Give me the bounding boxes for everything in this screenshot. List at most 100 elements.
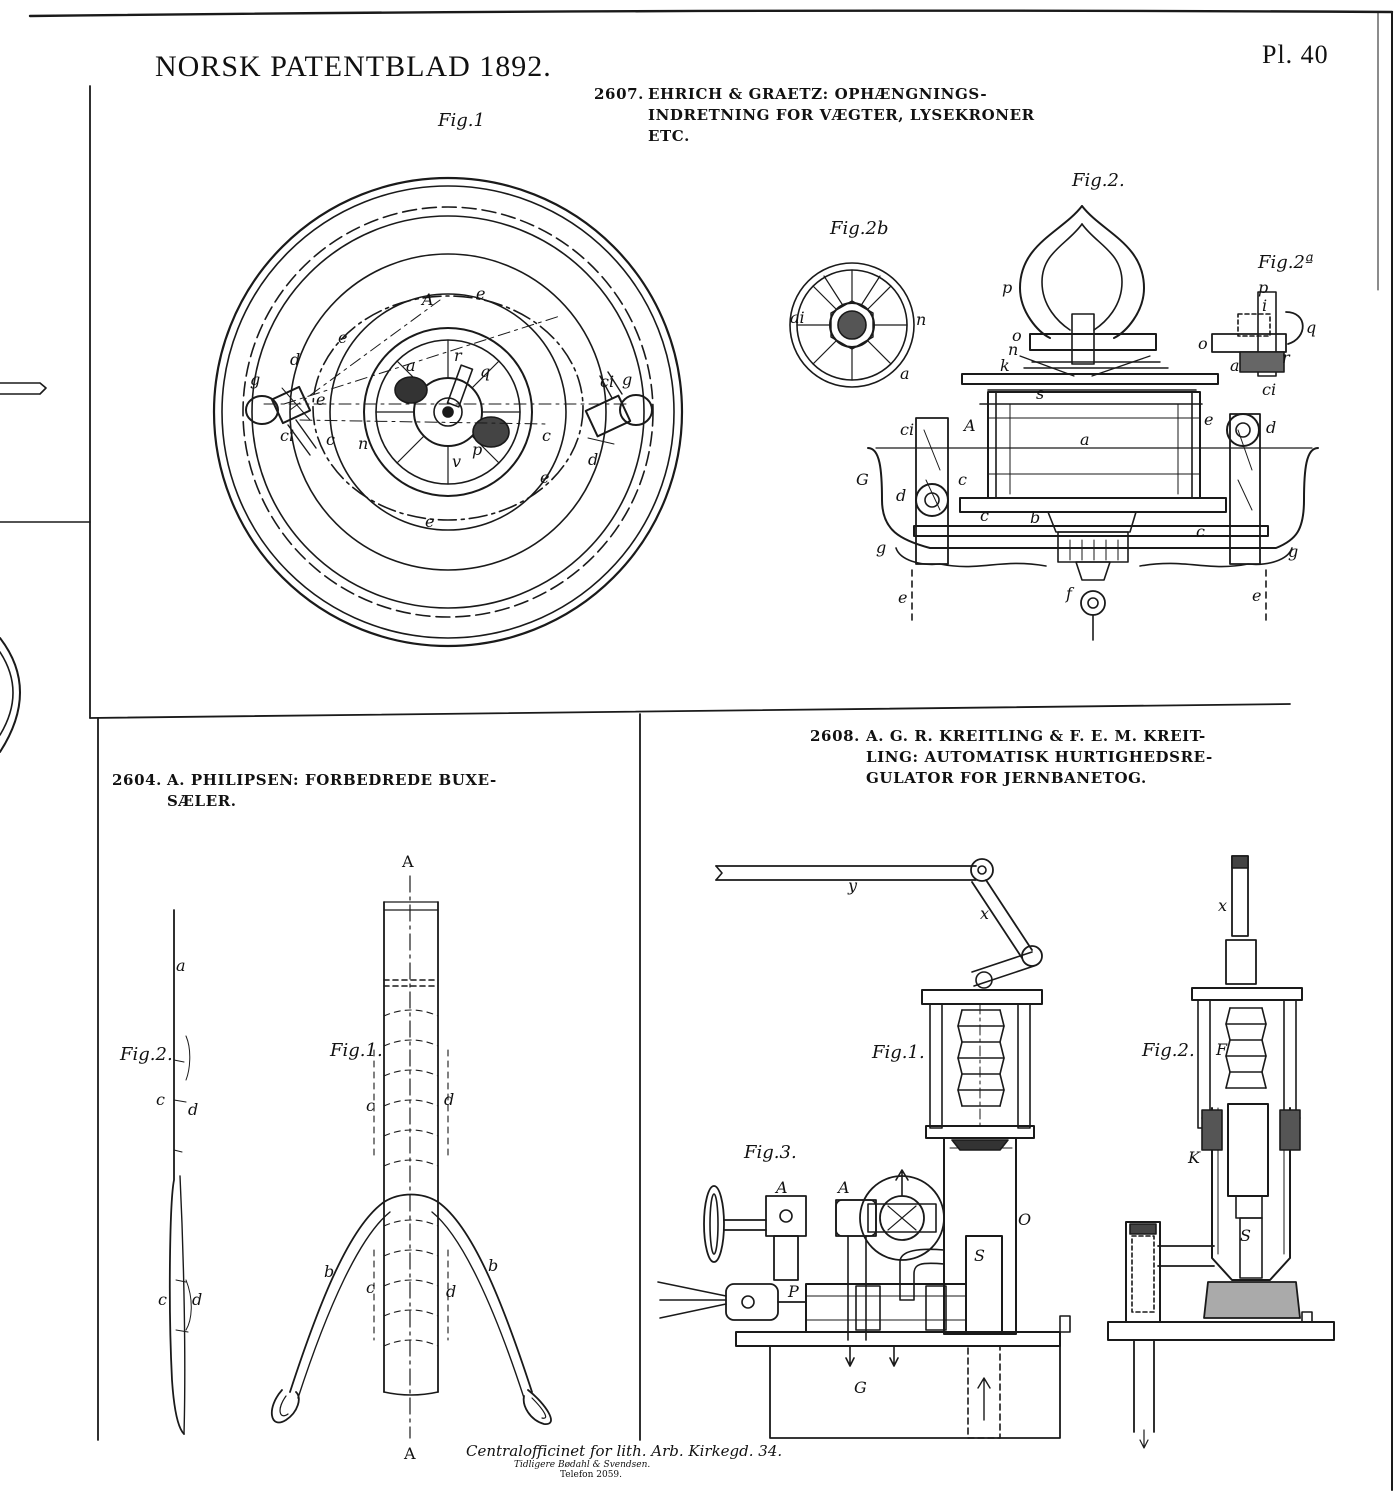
p2608-fig1-drawing [715, 858, 1071, 1439]
patent-2604-number: 2604. [112, 771, 162, 789]
patent-2607-title: EHRICH & GRAETZ: OPHÆNGNINGS- INDRETNING… [648, 85, 1035, 145]
part-label: x [1218, 896, 1228, 915]
part-label: d [896, 486, 907, 505]
part-label: A [964, 416, 976, 435]
part-label: p [472, 440, 483, 459]
part-label: s [1036, 384, 1045, 403]
p2607-fig1-caption: Fig.1 [438, 110, 485, 131]
p2608-fig3-caption: Fig.3. [744, 1142, 797, 1163]
part-label: e [425, 512, 435, 531]
part-label: c [366, 1096, 375, 1115]
part-label: a [1080, 430, 1090, 449]
part-label: q [1306, 318, 1317, 337]
part-label: b [324, 1262, 335, 1281]
part-label: n [1008, 340, 1019, 359]
plate-frame [0, 9, 1394, 1491]
part-label: a [406, 356, 416, 375]
part-label: S [974, 1246, 985, 1265]
part-label: a [1230, 356, 1240, 375]
part-label: c [958, 470, 967, 489]
part-label: k [1000, 356, 1010, 375]
part-label: g [876, 538, 887, 557]
part-label: e [1252, 586, 1262, 605]
part-label: d [290, 350, 301, 369]
journal-title: NORSK PATENTBLAD 1892. [155, 50, 552, 83]
part-label: P [788, 1282, 799, 1301]
p2607-fig2b-caption: Fig.2b [830, 218, 889, 239]
patent-2607-number: 2607. [594, 85, 644, 103]
p2607-fig2a-caption: Fig.2ª [1258, 252, 1314, 273]
part-label: c [366, 1278, 375, 1297]
part-label: n [916, 310, 927, 329]
part-label: ci [280, 426, 295, 445]
part-label: A [422, 290, 434, 309]
part-label: e [316, 390, 326, 409]
part-label: ci [900, 420, 915, 439]
imprint-line-2: Tidligere Bødahl & Svendsen. [514, 1460, 651, 1470]
patent-2608-title: A. G. R. KREITLING & F. E. M. KREIT- LIN… [866, 727, 1213, 787]
part-label: d [444, 1090, 455, 1109]
part-label: A [838, 1178, 850, 1197]
part-label: o [1012, 326, 1022, 345]
part-label: p [1002, 278, 1013, 297]
part-label: c [158, 1290, 167, 1309]
part-label: e [476, 284, 486, 303]
part-label: i [1262, 296, 1268, 315]
part-label: g [250, 370, 261, 389]
part-label: b [1030, 508, 1041, 527]
part-label: e [540, 468, 550, 487]
part-label: y [848, 876, 858, 895]
part-label: ci [1262, 380, 1277, 399]
part-label: x [980, 904, 990, 923]
part-label: e [898, 588, 908, 607]
part-label: o [1198, 334, 1208, 353]
p2607-fig2a-drawing [1211, 291, 1304, 377]
part-label: A [776, 1178, 788, 1197]
part-label: c [542, 426, 551, 445]
p2607-fig1-drawing [212, 176, 684, 648]
p2604-fig1-drawing [270, 875, 552, 1439]
part-label: c [980, 506, 989, 525]
part-label: c [1196, 522, 1205, 541]
p2607-fig2b-drawing [789, 262, 915, 388]
part-label: b [488, 1256, 499, 1275]
p2608-fig3-drawing [657, 1185, 807, 1321]
part-label: a [900, 364, 910, 383]
p2608-fig2-caption: Fig.2. [1142, 1040, 1195, 1061]
part-label: A [404, 1444, 416, 1463]
p2608-fig1-caption: Fig.1. [872, 1042, 925, 1063]
part-label: G [854, 1378, 867, 1397]
p2604-fig1-caption: Fig.1. [330, 1040, 383, 1061]
part-label: O [1018, 1210, 1032, 1229]
p2608-fig2-drawing [1107, 855, 1335, 1449]
patent-2604-title: A. PHILIPSEN: FORBEDREDE BUXE- SÆLER. [167, 771, 497, 810]
part-label: d [446, 1282, 457, 1301]
part-label: f [1066, 584, 1072, 603]
imprint-line-3: Telefon 2059. [560, 1470, 623, 1480]
part-label: ai [790, 308, 805, 327]
part-label: S [1240, 1226, 1251, 1245]
p2604-fig2-caption: Fig.2. [120, 1044, 173, 1065]
part-label: p [1258, 278, 1269, 297]
part-label: A [402, 852, 414, 871]
part-label: d [1266, 418, 1277, 437]
part-label: e [1204, 410, 1214, 429]
plate-number: Pl. 40 [1262, 40, 1329, 69]
part-label: d [588, 450, 599, 469]
part-label: d [188, 1100, 199, 1119]
part-label: v [452, 452, 462, 471]
part-label: r [454, 346, 462, 365]
imprint-line-1: Centralofficinet for lith. Arb. Kirkegd.… [466, 1442, 783, 1460]
part-label: c [156, 1090, 165, 1109]
p2607-fig2-caption: Fig.2. [1072, 170, 1125, 191]
part-label: g [622, 370, 633, 389]
part-label: c [326, 430, 335, 449]
part-label: g [1288, 542, 1299, 561]
patent-2608-number: 2608. [810, 727, 860, 745]
part-label: e [338, 328, 348, 347]
part-label: a [176, 956, 186, 975]
part-label: d [192, 1290, 203, 1309]
part-label: G [856, 470, 869, 489]
part-label: q [480, 362, 491, 381]
